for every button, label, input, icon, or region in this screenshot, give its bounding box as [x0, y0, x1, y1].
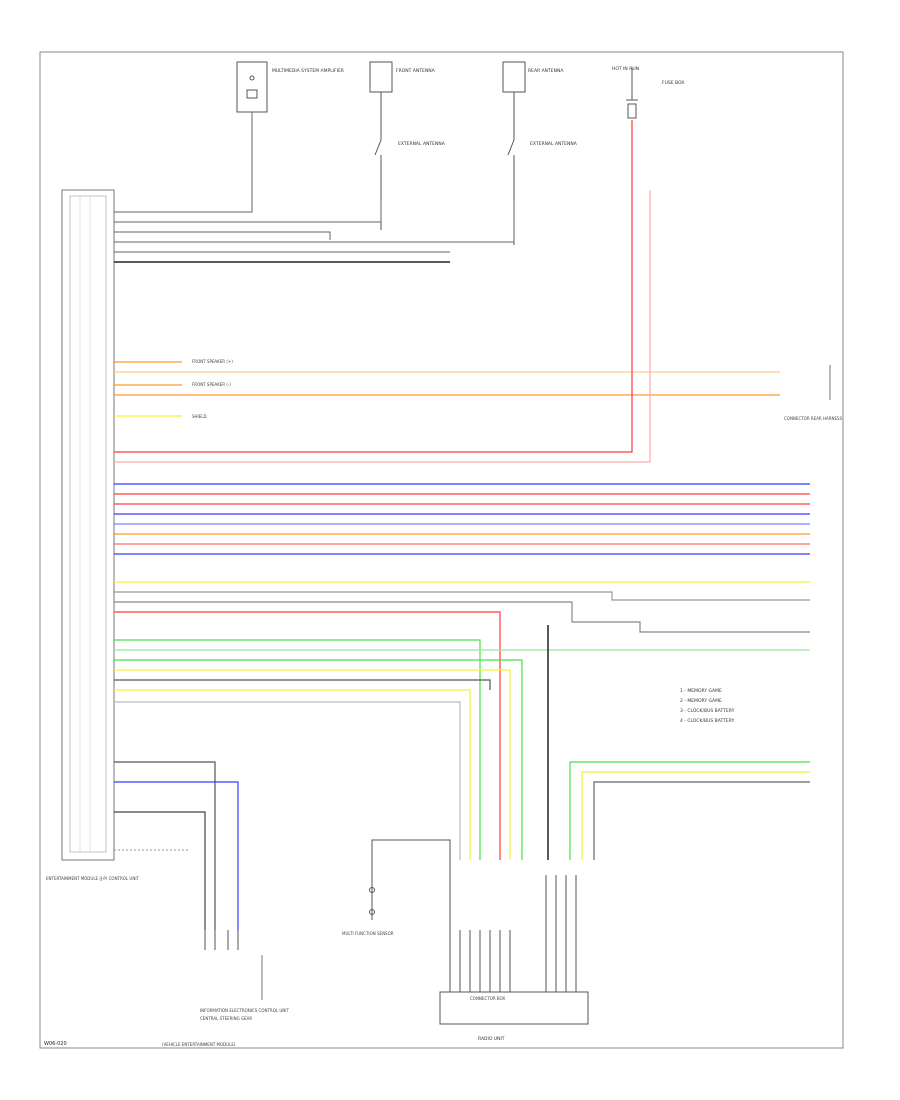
- fuse-box-label: FUSE BOX: [662, 80, 684, 86]
- connector-ticks: [204, 875, 577, 992]
- left-module-block: [61, 189, 115, 861]
- mid-wires: [114, 581, 810, 860]
- bottom-module-label-3: (VEHICLE ENTERTAINMENT MODULE): [162, 1042, 236, 1047]
- legend-item-1: 1 - MEMORY GAME: [680, 688, 722, 694]
- legend-item-2: 2 - MEMORY GAME: [680, 698, 722, 704]
- right-connector-label: CONNECTOR REAR HARNESS: [784, 416, 843, 421]
- legend-item-4: 4 - CLOCK/BUS BATTERY: [680, 718, 735, 724]
- footer-code: W06-020: [44, 1041, 67, 1047]
- rear-antenna-label: REAR ANTENNA: [528, 68, 564, 74]
- legend-item-3: 3 - CLOCK/BUS BATTERY: [680, 708, 735, 714]
- left-module-inner: [69, 195, 107, 853]
- left-external-switch: [374, 130, 382, 230]
- orange-label-1: FRONT SPEAKER (+): [192, 359, 233, 364]
- rear-antenna-symbol: [502, 61, 526, 130]
- radio-unit-box: [439, 991, 589, 1025]
- front-antenna-label: FRONT ANTENNA: [396, 68, 436, 74]
- antenna-amp-label: MULTIMEDIA SYSTEM AMPLIFIER: [272, 68, 344, 74]
- sensor-bottom-label: MULTI FUNCTION SENSOR: [342, 931, 394, 936]
- bottom-module-label-2: CENTRAL STEERING GEAR: [200, 1016, 252, 1021]
- bus-bundle: [114, 483, 810, 555]
- yellow-label-top: SHIELD: [192, 414, 207, 419]
- right-external-switch: [507, 130, 515, 245]
- multi-function-sensor: [369, 839, 451, 930]
- hot-fuse-symbol: [626, 68, 638, 119]
- antenna-amplifier: [236, 61, 268, 113]
- left-module-label: ENTERTAINMENT MODULE (J-P) CONTROL UNIT: [46, 876, 140, 881]
- right-ext-label: EXTERNAL ANTENNA: [530, 141, 578, 147]
- hot-fuse-label: HOT IN RUN: [612, 66, 639, 72]
- right-harness: [569, 761, 810, 860]
- front-antenna-symbol: [369, 61, 393, 130]
- connector-bottom-label: CONNECTOR BOX: [470, 996, 505, 1001]
- radio-unit-label: RADIO UNIT: [478, 1036, 505, 1042]
- bottom-module-label: INFORMATION ELECTRONICS CONTROL UNIT: [200, 1008, 289, 1013]
- top-gray-wires: [114, 112, 515, 263]
- lower-left-wires: [114, 761, 239, 930]
- orange-label-2: FRONT SPEAKER (-): [192, 382, 231, 387]
- fused-red-wires: [114, 120, 651, 463]
- diagram-border: [39, 51, 844, 1049]
- left-ext-label: EXTERNAL ANTENNA: [398, 141, 446, 147]
- orange-wires: [114, 361, 780, 396]
